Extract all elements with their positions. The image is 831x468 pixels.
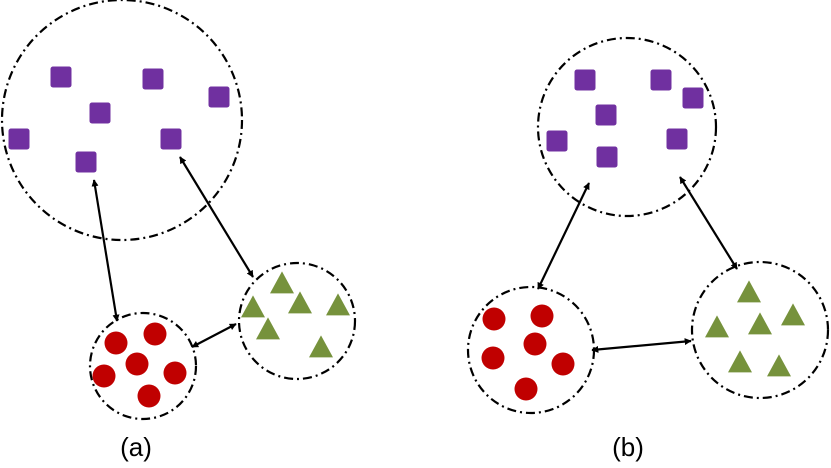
panel-b-arrow-circles-triangles	[591, 338, 692, 353]
purple-square	[208, 86, 230, 108]
purple-square	[682, 87, 704, 109]
purple-square	[142, 68, 164, 90]
panel-b-triangle-cluster	[690, 260, 830, 400]
green-triangle	[748, 312, 772, 335]
red-circle	[551, 352, 575, 376]
panel-a-arrow-squares-circles	[91, 179, 120, 322]
purple-square	[596, 146, 618, 168]
panel-b-arrow-squares-circles	[537, 182, 590, 290]
purple-square	[89, 102, 111, 124]
panel-a-label: (a)	[120, 432, 152, 462]
panel-a-arrow-squares-triangles	[179, 156, 254, 278]
green-triangle	[767, 354, 791, 377]
green-triangle	[241, 295, 265, 318]
green-triangle	[737, 280, 761, 303]
green-triangle	[309, 335, 333, 358]
green-triangle	[270, 271, 294, 294]
purple-square	[8, 128, 30, 150]
purple-square	[595, 104, 617, 126]
purple-square	[650, 69, 672, 91]
panel-b-label: (b)	[612, 432, 644, 462]
red-circle	[137, 384, 161, 408]
red-circle	[163, 361, 187, 385]
panel-a-circle-cluster	[88, 311, 198, 421]
red-circle	[125, 352, 149, 376]
red-circle	[482, 307, 506, 331]
red-circle	[523, 332, 547, 356]
purple-square	[666, 128, 688, 150]
red-circle	[104, 331, 128, 355]
red-circle	[92, 364, 116, 388]
green-triangle	[781, 303, 805, 326]
green-triangle	[288, 291, 312, 314]
green-triangle	[256, 317, 280, 340]
cluster-boundaries	[0, 0, 830, 421]
panel-a-square-cluster	[0, 0, 244, 242]
purple-square	[574, 69, 596, 91]
green-triangle	[705, 315, 729, 338]
purple-square	[160, 128, 182, 150]
purple-square	[50, 66, 72, 88]
red-circle	[481, 346, 505, 370]
red-circle	[143, 322, 167, 346]
data-markers	[8, 66, 805, 408]
red-circle	[514, 377, 538, 401]
panel-b-square-cluster	[536, 36, 718, 218]
panel-a-arrow-circles-triangles	[191, 323, 237, 348]
green-triangle	[326, 293, 350, 316]
purple-square	[546, 130, 568, 152]
panel-b-arrow-squares-triangles	[679, 176, 738, 270]
panel-a-triangle-cluster	[237, 261, 357, 381]
red-circle	[530, 304, 554, 328]
purple-square	[75, 151, 97, 173]
green-triangle	[728, 350, 752, 373]
relation-arrows	[91, 156, 738, 353]
